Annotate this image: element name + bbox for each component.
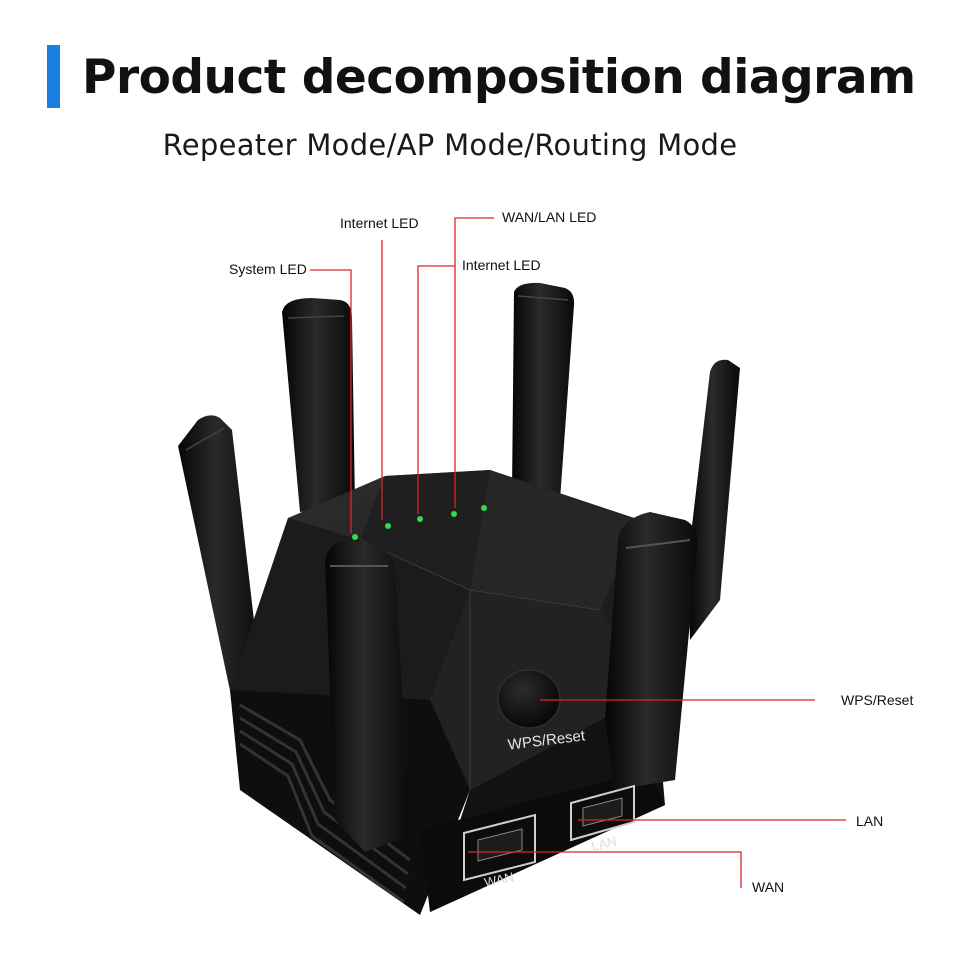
antenna-far-right: [688, 359, 740, 640]
leader-system-led: [310, 269, 352, 533]
callout-wps-reset: WPS/Reset: [841, 692, 914, 708]
title-accent-bar: [47, 45, 60, 108]
antenna-front-right: [605, 512, 698, 790]
internet-led-dot: [417, 516, 423, 522]
callout-internet-led: Internet LED: [462, 257, 541, 273]
led-indicators: [352, 505, 487, 540]
leader-lines: [310, 217, 846, 888]
callout-wan: WAN: [752, 879, 785, 895]
page-title: Product decomposition diagram: [82, 50, 916, 105]
wan-lan-led-dot: [451, 511, 457, 517]
callout-internet-led-top: Internet LED: [340, 215, 419, 231]
leader-wan-lan-led: [454, 217, 494, 508]
wan-port-label: WAN: [483, 869, 515, 890]
leader-internet-led: [417, 265, 455, 514]
antenna-front-left: [325, 540, 410, 852]
extra-led-dot: [481, 505, 487, 511]
antenna-far-left: [178, 415, 262, 700]
system-led-dot: [352, 534, 358, 540]
page-subtitle: Repeater Mode/AP Mode/Routing Mode: [162, 128, 738, 162]
callout-lan: LAN: [856, 813, 884, 829]
lan-port-label: LAN: [590, 833, 618, 854]
callout-wan-lan-led: WAN/LAN LED: [502, 209, 597, 225]
callout-system-led: System LED: [229, 261, 307, 277]
lan-port: LAN: [570, 784, 635, 854]
internet-led-top-dot: [385, 523, 391, 529]
antenna-back-left: [282, 298, 355, 512]
antenna-back-right: [512, 282, 575, 500]
leader-wan: [468, 851, 742, 888]
wan-port: WAN: [463, 813, 536, 890]
